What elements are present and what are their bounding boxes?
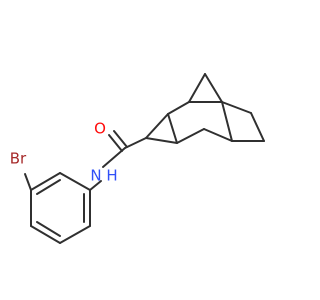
aromatic-inner-bond-2 — [36, 221, 61, 237]
bond-cyclopropane-bottom — [145, 137, 178, 144]
bond-right-ring-side — [250, 112, 265, 142]
bond-cyclopropane-right — [167, 113, 178, 144]
bond-right-ring-top — [221, 101, 252, 114]
aromatic-inner-bond-3 — [36, 179, 61, 195]
bond-ring-to-carbonyl — [124, 137, 147, 149]
hydrogen-atom-label: H — [106, 167, 117, 185]
bond-left-lower — [176, 128, 205, 144]
bromophenyl-ring — [24, 172, 91, 244]
carbonyl-double-bond-1 — [113, 130, 128, 148]
bond-carbonyl-to-nitrogen — [102, 147, 126, 168]
carbonyl-double-bond-2 — [108, 134, 123, 152]
bond-right-bridge — [221, 101, 233, 142]
amide-group — [89, 130, 147, 191]
aromatic-bond-5 — [30, 172, 61, 191]
bromine-atom-label: Br — [10, 150, 27, 168]
aromatic-bond-2 — [59, 225, 91, 244]
bond-bottom-bridge — [203, 128, 233, 142]
bond-bridgehead-top-right — [204, 73, 223, 103]
bond-ring-to-bromine — [24, 173, 32, 191]
bond-bridgehead-top-left — [188, 73, 206, 103]
oxygen-atom-label: O — [94, 120, 106, 138]
bond-left-upper — [167, 101, 190, 115]
bond-nitrogen-to-ring — [89, 180, 102, 191]
nitrogen-atom-label: N — [90, 167, 101, 185]
bond-cyclopropane-top — [145, 113, 169, 139]
tricyclic-cage — [145, 73, 265, 144]
molecule-structure-diagram: O N H Br — [9, 73, 265, 244]
aromatic-bond-6 — [59, 172, 91, 191]
aromatic-bond-3 — [30, 225, 61, 244]
